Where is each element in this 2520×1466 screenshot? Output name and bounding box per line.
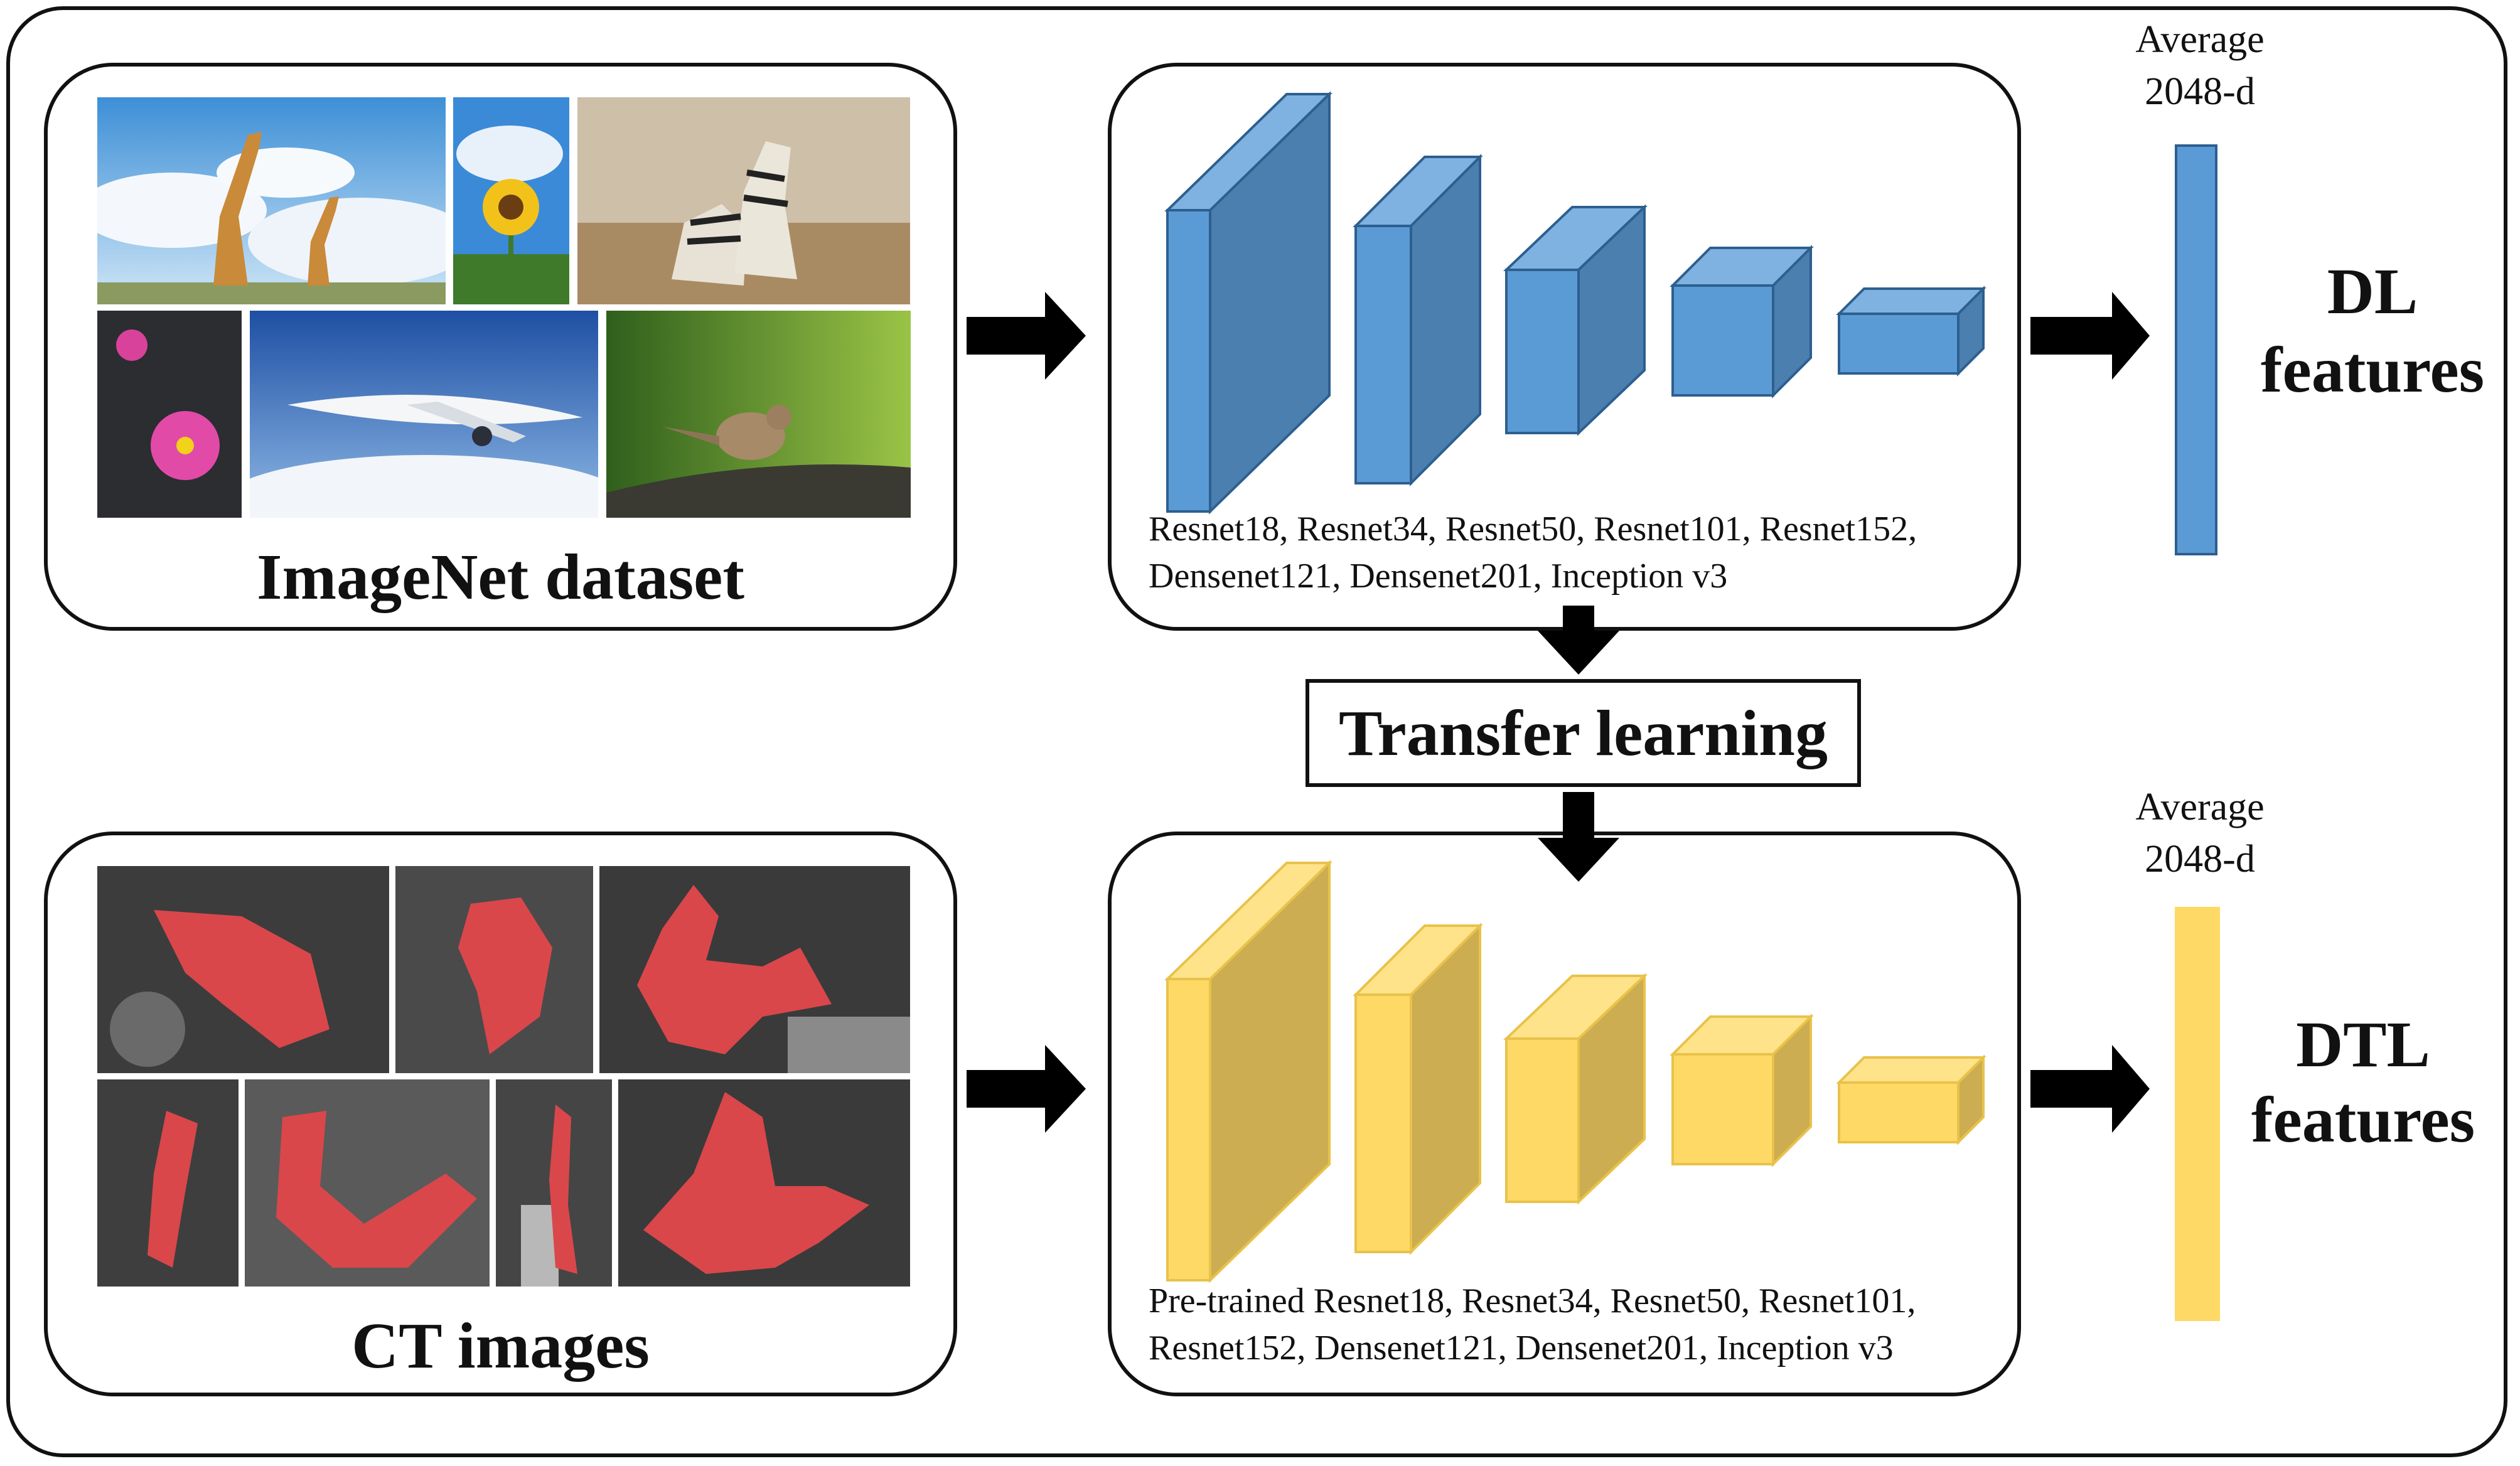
ct-tile-3	[599, 866, 910, 1073]
ct-tile-1	[97, 866, 389, 1073]
outer-frame	[6, 6, 2507, 1457]
dl-average-line1: Average	[2135, 18, 2265, 61]
ct-title: CT images	[351, 1310, 650, 1382]
photo-sunflower	[453, 97, 569, 304]
cnn-bottom-models-line1: Pre-trained Resnet18, Resnet34, Resnet50…	[1149, 1281, 1916, 1320]
dtl-label-line1: DTL	[2296, 1009, 2430, 1081]
photo-pink-flower	[97, 311, 242, 518]
dtl-feature-vector-bar	[2175, 907, 2220, 1321]
dl-feature-vector-bar	[2175, 144, 2217, 555]
ct-tile-6	[496, 1079, 612, 1287]
photo-zebras	[577, 97, 910, 304]
photo-giraffes	[97, 97, 446, 304]
ct-tile-4	[97, 1079, 239, 1287]
dl-average-line2: 2048-d	[2145, 70, 2255, 113]
photo-bird	[606, 311, 911, 518]
dl-label-line2: features	[2260, 334, 2485, 406]
cnn-top-models-line1: Resnet18, Resnet34, Resnet50, Resnet101,…	[1149, 510, 1917, 548]
dtl-average-line2: 2048-d	[2145, 838, 2255, 880]
photo-airplane	[250, 311, 598, 518]
ct-tile-7	[618, 1079, 910, 1287]
cnn-bottom-models-line2: Resnet152, Densenet121, Densenet201, Inc…	[1149, 1329, 1894, 1367]
dtl-label-line2: features	[2251, 1084, 2475, 1156]
transfer-learning-box: Transfer learning	[1306, 679, 1861, 787]
cnn-top-models-line2: Densenet121, Densenet201, Inception v3	[1149, 557, 1728, 596]
ct-tile-2	[395, 866, 593, 1073]
dtl-average-line1: Average	[2135, 786, 2265, 828]
dl-label-line1: DL	[2327, 255, 2418, 328]
imagenet-title: ImageNet dataset	[257, 541, 744, 613]
ct-tile-5	[245, 1079, 490, 1287]
